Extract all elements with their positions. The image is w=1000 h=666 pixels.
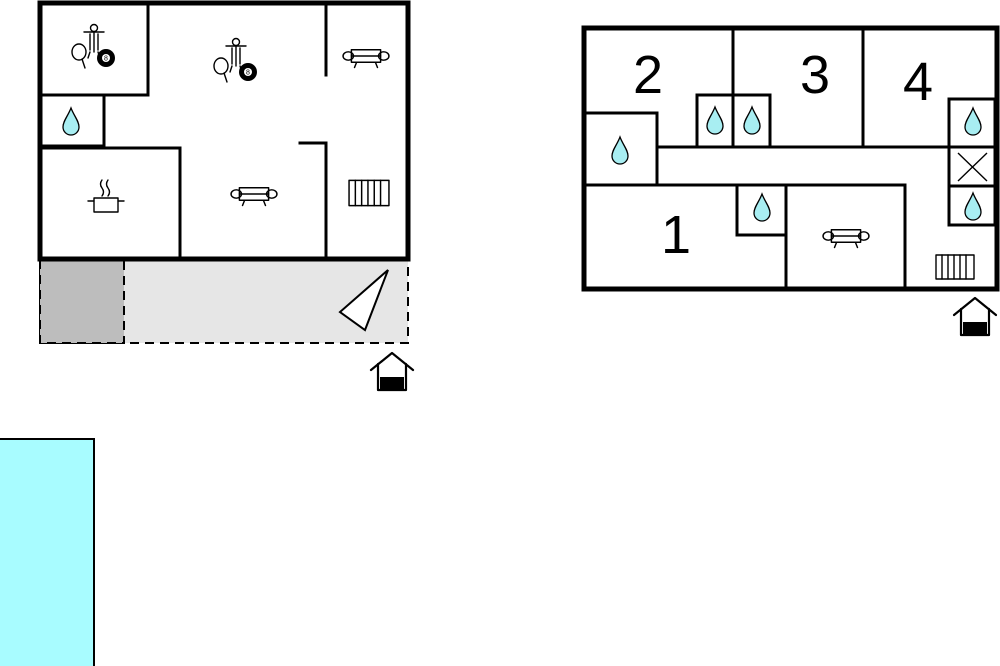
radiator-icon bbox=[935, 254, 975, 280]
interior-walls bbox=[584, 26, 997, 289]
entrance-icon[interactable] bbox=[952, 296, 998, 337]
room-number-3: 3 bbox=[800, 45, 830, 105]
right-building: 2 3 4 1 bbox=[581, 25, 1000, 337]
room-number-2: 2 bbox=[633, 45, 663, 105]
left-building bbox=[37, 0, 415, 392]
kitchen-icon bbox=[87, 179, 125, 213]
left-building-outline bbox=[37, 0, 411, 262]
pool bbox=[0, 438, 95, 666]
interior-walls bbox=[38, 1, 328, 259]
activity-icon bbox=[71, 23, 116, 69]
toilet-icon bbox=[957, 152, 988, 182]
activity-icon bbox=[213, 37, 258, 83]
bathroom-icon bbox=[706, 106, 724, 135]
sofa-icon bbox=[230, 186, 278, 207]
entrance-icon[interactable] bbox=[369, 351, 415, 392]
bathroom-icon bbox=[611, 136, 629, 165]
bathroom-icon bbox=[62, 107, 80, 136]
sofa-icon bbox=[342, 48, 390, 69]
bathroom-icon bbox=[753, 193, 771, 222]
carport bbox=[40, 260, 124, 343]
room-number-4: 4 bbox=[903, 52, 933, 112]
bathroom-icon bbox=[964, 107, 982, 136]
bathroom-icon bbox=[964, 192, 982, 221]
bathroom-icon bbox=[743, 106, 761, 135]
room-number-1: 1 bbox=[661, 205, 691, 265]
radiator-icon bbox=[348, 179, 390, 207]
sofa-icon bbox=[822, 228, 870, 249]
carport-outline bbox=[39, 260, 125, 344]
right-building-outline bbox=[581, 25, 1000, 292]
fireplace-icon bbox=[338, 269, 389, 332]
